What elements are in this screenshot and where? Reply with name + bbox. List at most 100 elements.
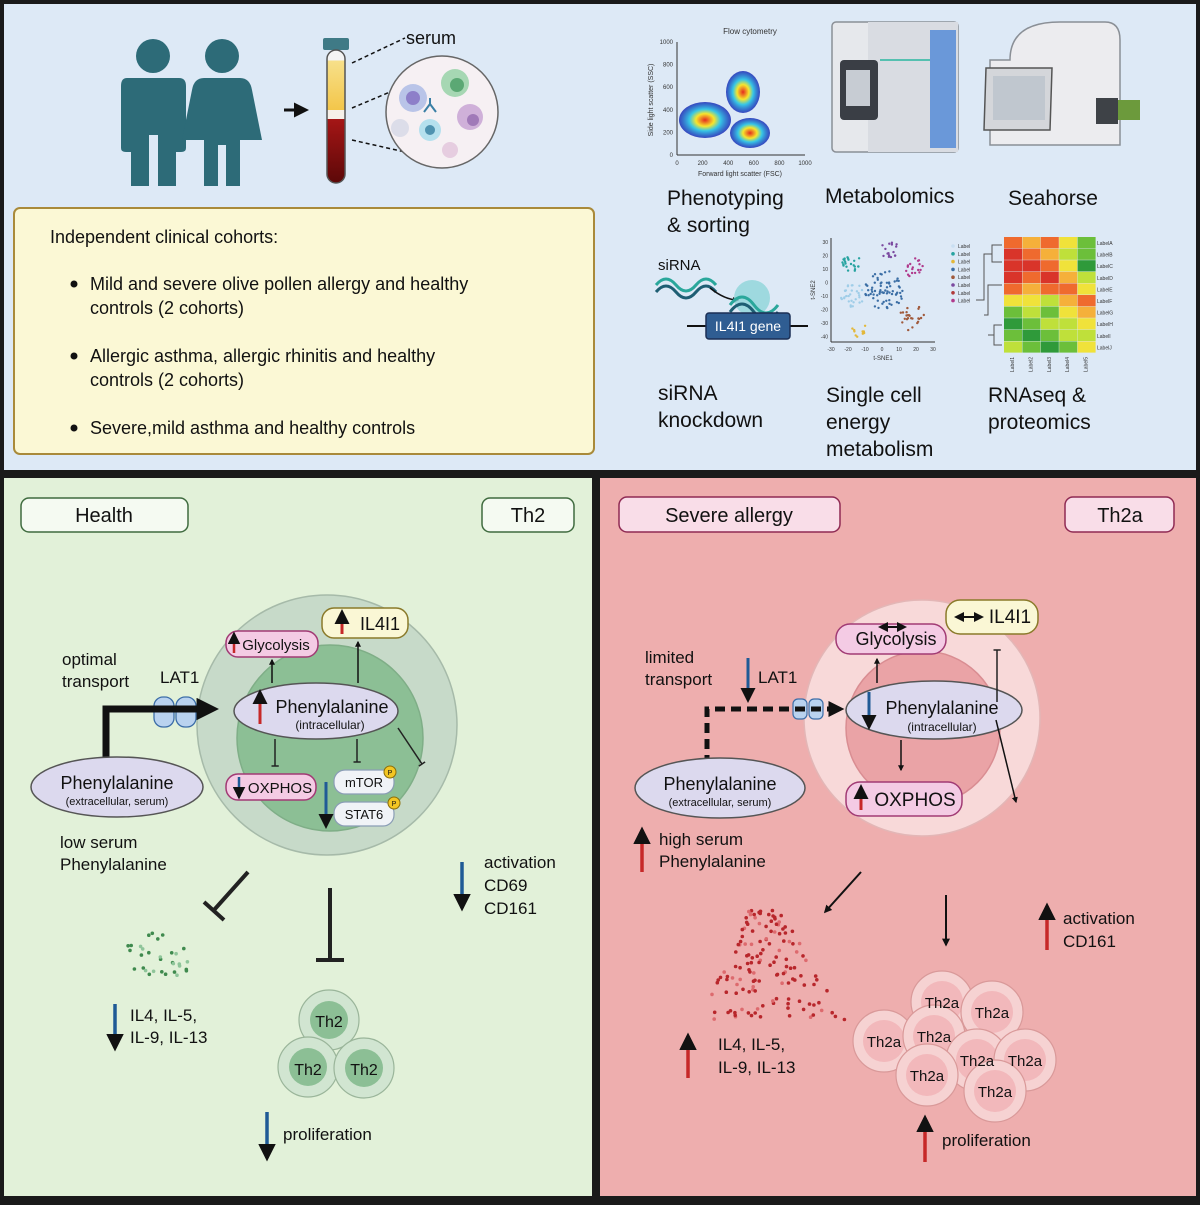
heatmap-cell [1040, 295, 1059, 307]
tsne-point [846, 284, 850, 287]
cytokine-dot [807, 1002, 812, 1006]
cytokine-dot [740, 1007, 744, 1012]
tsne-point [850, 299, 853, 302]
tsne-point [917, 268, 920, 272]
cytokines-line-2: IL-9, IL-13 [718, 1058, 796, 1077]
phe-downstream-arrow [995, 719, 1018, 804]
heatmap-cell [1022, 237, 1041, 249]
flow-x-tick: 600 [749, 161, 760, 167]
tsne-point [893, 280, 896, 283]
cytokine-dot [787, 1014, 792, 1018]
tsne-point [919, 268, 922, 272]
phe-inhibits-stat [397, 727, 426, 767]
cytokine-dot [755, 954, 759, 958]
bullet [70, 424, 78, 432]
heatmap-cell [1004, 271, 1022, 283]
cytokine-dot [734, 991, 738, 995]
heatmap-cell [1022, 283, 1041, 295]
cohort-item-2-line-1: Allergic asthma, allergic rhinitis and h… [90, 346, 435, 366]
transport-line-1: optimal [62, 650, 117, 669]
method-single-cell-line-3: metabolism [826, 438, 933, 461]
cytokine-dot [774, 922, 779, 926]
heatmap-cell [1004, 318, 1022, 330]
cytokine-dot [761, 948, 765, 952]
cytokine-dot [777, 948, 782, 953]
oxphos-label: OXPHOS [874, 790, 955, 811]
cytokine-dot [812, 982, 816, 987]
cytokine-dot [783, 925, 787, 929]
tsne-point [889, 285, 892, 288]
cytokine-dot [740, 927, 745, 932]
heatmap-cell [1077, 283, 1096, 295]
cytokine-dot [761, 1004, 765, 1008]
th2-cell-label: Th2 [350, 1062, 378, 1079]
cytokine-dot [728, 1009, 733, 1013]
tsne-point [876, 299, 879, 302]
heatmap-cell [1022, 295, 1041, 307]
tsne-point [879, 289, 882, 292]
th2a-cell-nucleus-small [863, 1020, 905, 1062]
cytokine-dot [784, 957, 789, 962]
tsne-point [851, 327, 854, 330]
tsne-point [911, 326, 914, 329]
tsne-point [897, 279, 900, 283]
tsne-point [911, 317, 914, 320]
tsne-point [847, 300, 850, 303]
phosphate-icon [387, 796, 401, 810]
heatmap-cell [1022, 341, 1041, 353]
tsne-point [917, 307, 920, 310]
cytokine-dot [797, 999, 802, 1003]
cytokine-dot [782, 939, 786, 943]
serum-line-1: low serum [60, 833, 137, 852]
tsne-point [919, 316, 923, 320]
heatmap-dendrogram [976, 244, 1002, 346]
tsne-point [890, 303, 893, 306]
heatmap-cell [1059, 271, 1078, 283]
th2a-cell-label: Th2a [978, 1084, 1013, 1101]
top-panel: serum Independent clinical cohorts: Mild… [4, 4, 1196, 470]
tsne-point [916, 321, 919, 325]
inhibit-cytokines-bar [202, 900, 226, 922]
cytokine-dot [842, 1017, 847, 1022]
cytokine-dot [751, 985, 755, 989]
cytokine-dot [747, 909, 751, 914]
flow-x-tick: 400 [723, 161, 734, 167]
method-seahorse: Seahorse [1008, 187, 1098, 210]
cytokine-dot [771, 914, 775, 918]
cytokine-dot [792, 965, 797, 970]
cytokine-dot [174, 951, 178, 956]
optimal-transport-arrow [102, 697, 219, 760]
cytokine-dot [163, 972, 168, 976]
tsne-x-tick: -20 [844, 347, 851, 353]
cytokine-dot [797, 941, 802, 946]
method-phenotyping-line-1: Phenotyping [667, 187, 784, 210]
tsne-legend-swatch [951, 283, 955, 287]
woman-icon [182, 39, 262, 186]
th2a-cell-label: Th2a [975, 1005, 1010, 1022]
tsne-point [916, 259, 920, 262]
cytokine-dot [772, 960, 776, 964]
lat1-label: LAT1 [160, 668, 199, 687]
heatmap-cell [1040, 341, 1059, 353]
cytokine-dot [160, 970, 164, 974]
flow-y-tick: 600 [663, 85, 674, 91]
heatmap-cell [1077, 329, 1096, 341]
cytokine-dot [750, 929, 755, 933]
cytokine-dot [769, 929, 773, 934]
heatmap-cell [1077, 341, 1096, 353]
phe-intracellular-label: Phenylalanine [275, 697, 388, 717]
cytokine-dot [788, 966, 793, 970]
tsne-point [853, 265, 856, 268]
tsne-x-tick: 10 [896, 347, 902, 353]
tsne-point [876, 278, 879, 281]
flow-y-tick: 400 [663, 108, 674, 114]
heatmap-row-label: LabelH [1097, 322, 1113, 328]
cytokine-dot [791, 977, 795, 981]
tsne-point [885, 292, 889, 295]
tsne-point [857, 265, 860, 268]
inhibit-cytokines-line [212, 870, 250, 912]
tsne-point [858, 296, 861, 299]
flow-x-tick: 0 [675, 161, 679, 167]
